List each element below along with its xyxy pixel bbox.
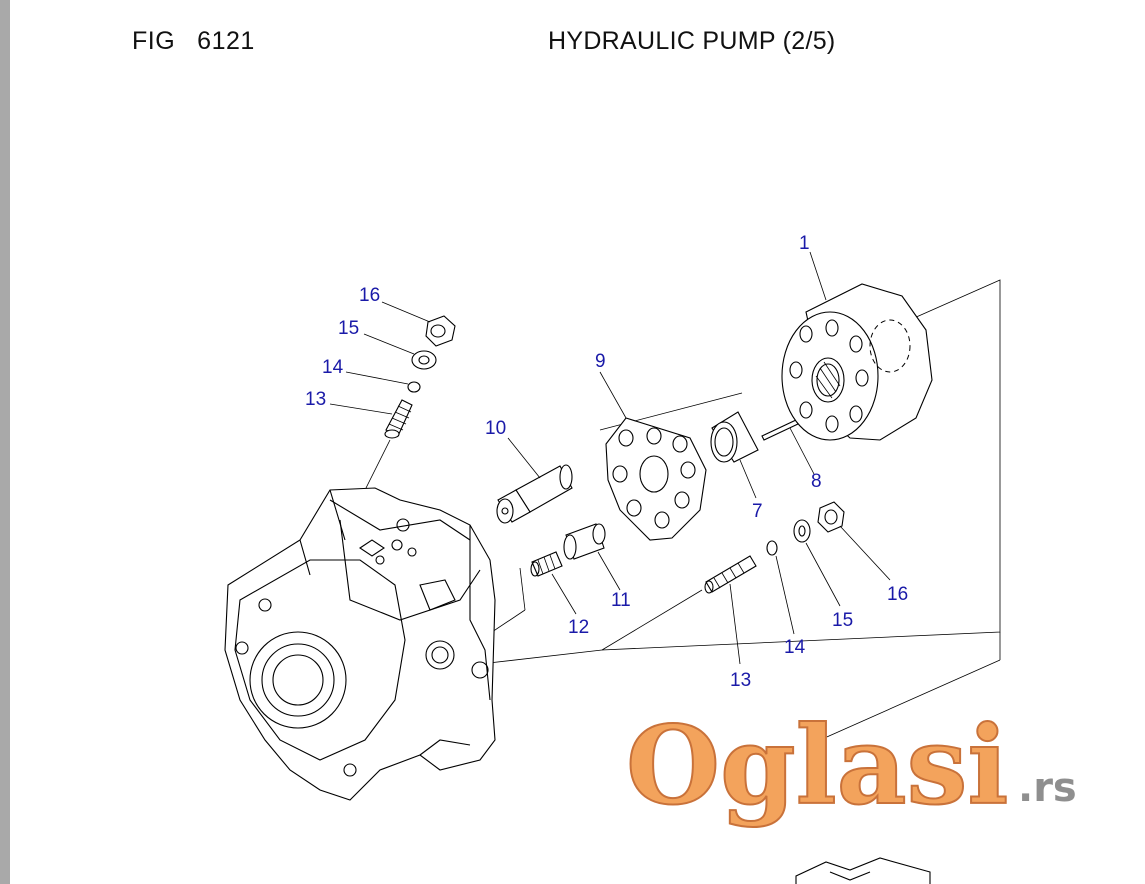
callout-15-right: 15 bbox=[832, 610, 853, 631]
part-9-valve-plate bbox=[605, 417, 707, 541]
part-12-spring bbox=[530, 551, 563, 577]
part-10-spool bbox=[496, 464, 573, 524]
oglasi-watermark-logo: Oglasi .rs bbox=[625, 702, 1077, 830]
figure-label: FIG 6121 bbox=[132, 27, 255, 56]
part-14-right bbox=[766, 540, 778, 556]
callout-13-left: 13 bbox=[305, 389, 326, 410]
callout-16-left: 16 bbox=[359, 285, 380, 306]
part-15-left bbox=[411, 350, 437, 370]
part-11-sleeve bbox=[563, 523, 606, 560]
part-14-left bbox=[407, 381, 421, 393]
callout-15-left: 15 bbox=[338, 318, 359, 339]
svg-text:.rs: .rs bbox=[1018, 765, 1077, 811]
part-7-bearing bbox=[710, 411, 759, 463]
leader-lines bbox=[329, 251, 891, 665]
part-15-right bbox=[793, 519, 811, 543]
fig-number: 6121 bbox=[197, 27, 255, 55]
callout-8: 8 bbox=[811, 471, 822, 492]
part-16-left bbox=[425, 315, 456, 347]
callout-12: 12 bbox=[568, 617, 589, 638]
callout-16-right: 16 bbox=[887, 584, 908, 605]
part-13-left bbox=[384, 399, 413, 439]
page-edge-bar bbox=[0, 0, 10, 884]
callout-13-right: 13 bbox=[730, 670, 751, 691]
svg-text:Oglasi: Oglasi bbox=[626, 703, 1008, 829]
next-figure-fragment bbox=[795, 857, 931, 884]
callout-1: 1 bbox=[799, 233, 810, 254]
callout-10: 10 bbox=[485, 418, 506, 439]
part-8-pin bbox=[761, 419, 799, 441]
callout-11: 11 bbox=[611, 590, 631, 611]
part-1-cylinder-block bbox=[781, 283, 933, 441]
part-16-right bbox=[817, 501, 845, 533]
callout-9: 9 bbox=[595, 351, 606, 372]
callout-14-right: 14 bbox=[784, 637, 806, 658]
fig-prefix: FIG bbox=[132, 27, 176, 55]
callout-7: 7 bbox=[752, 501, 763, 522]
part-13-right bbox=[704, 555, 757, 594]
pump-housing bbox=[224, 487, 496, 801]
callout-14-left: 14 bbox=[322, 357, 344, 378]
page-title: HYDRAULIC PUMP (2/5) bbox=[548, 27, 836, 55]
